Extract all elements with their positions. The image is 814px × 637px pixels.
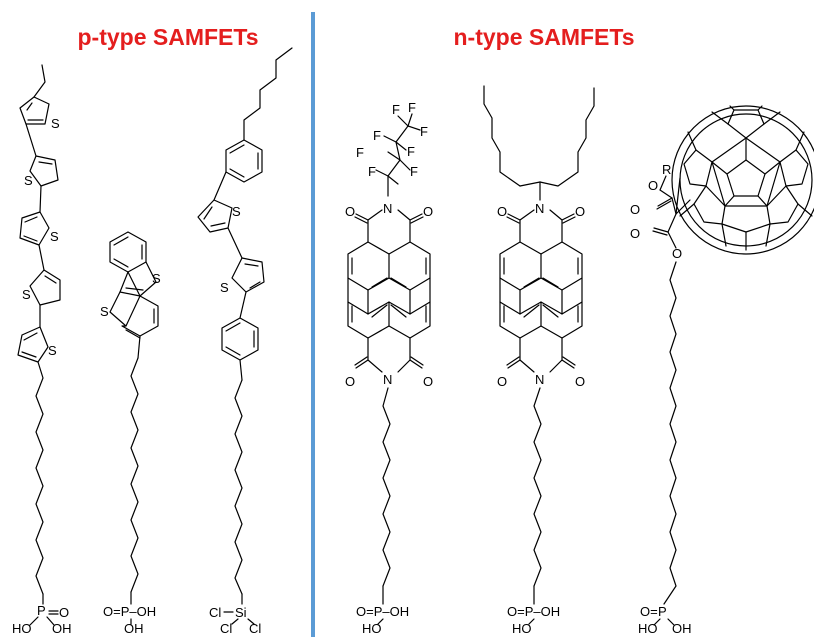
phosphonic-acid-group: O=P–OH [356,604,409,619]
hydroxyl-group: HO [512,621,532,636]
hydroxyl-group: HO [362,621,382,636]
sulfur-atom: S [100,304,109,319]
chlorine-atom: Cl [209,605,221,620]
molecule-bithiophene-trichlorosilane: S S Si Cl Cl Cl [197,47,293,636]
sulfur-atom: S [220,280,229,295]
fullerene-cage [671,105,814,255]
p-type-heading: p-type SAMFETs [77,24,258,50]
oxygen-atom: O [497,204,507,219]
nitrogen-atom: N [383,372,392,387]
fluorine-atom: F [356,145,364,160]
sulfur-atom: S [152,271,161,286]
sulfur-atom: S [48,343,57,358]
oxygen-atom: O [575,204,585,219]
fluorine-atom: F [392,102,400,117]
phosphorus-atom: P [37,603,46,618]
phosphorus-atom: P [658,604,667,619]
sulfur-atom: S [50,229,59,244]
sulfur-atom: S [232,204,241,219]
oxygen-atom: O [59,605,69,620]
molecule-quinquethiophene-phosphonic-acid: S S S S S P [12,64,72,636]
nitrogen-atom: N [383,201,392,216]
phosphonic-acid-group: O=P–OH [103,604,156,619]
hydroxyl-group: OH [52,621,72,636]
nitrogen-atom: N [535,372,544,387]
hydroxyl-group: HO [12,621,32,636]
oxygen-atom: O [575,374,585,389]
oxygen-atom: O [630,202,640,217]
hydroxyl-group: OH [672,621,692,636]
hydroxyl-group: OH [124,621,144,636]
oxygen-atom: O [423,204,433,219]
phosphonic-acid-group: O=P–OH [507,604,560,619]
chlorine-atom: Cl [249,621,261,636]
chlorine-atom: Cl [220,621,232,636]
molecule-btbt-phosphonic-acid: S S O=P–OH OH [100,231,161,636]
oxygen-atom: O [648,178,658,193]
oxygen-atom: O [672,246,682,261]
molecule-swallowtail-pdi-phosphonic-acid: N O O O O N O=P–OH [483,85,595,636]
oxo-group: O= [640,604,658,619]
molecule-fluorinated-pdi-phosphonic-acid: F F F F F F F F N O O [345,100,433,636]
sulfur-atom: S [51,116,60,131]
fluorine-atom: F [420,124,428,139]
molecule-fullerene-phosphonic-acid: O R O O O O= P HO OH [630,105,814,636]
nitrogen-atom: N [535,201,544,216]
n-type-heading: n-type SAMFETs [453,24,634,50]
fluorine-atom: F [410,164,418,179]
oxygen-atom: O [497,374,507,389]
fluorine-atom: F [407,144,415,159]
fluorine-atom: F [408,100,416,115]
fluorine-atom: F [368,164,376,179]
oxygen-atom: O [630,226,640,241]
oxygen-atom: O [423,374,433,389]
sulfur-atom: S [24,173,33,188]
oxygen-atom: O [345,204,355,219]
r-group: R [662,162,671,177]
hydroxyl-group: HO [638,621,658,636]
fluorine-atom: F [373,128,381,143]
sulfur-atom: S [22,287,31,302]
silicon-atom: Si [235,605,247,620]
oxygen-atom: O [345,374,355,389]
